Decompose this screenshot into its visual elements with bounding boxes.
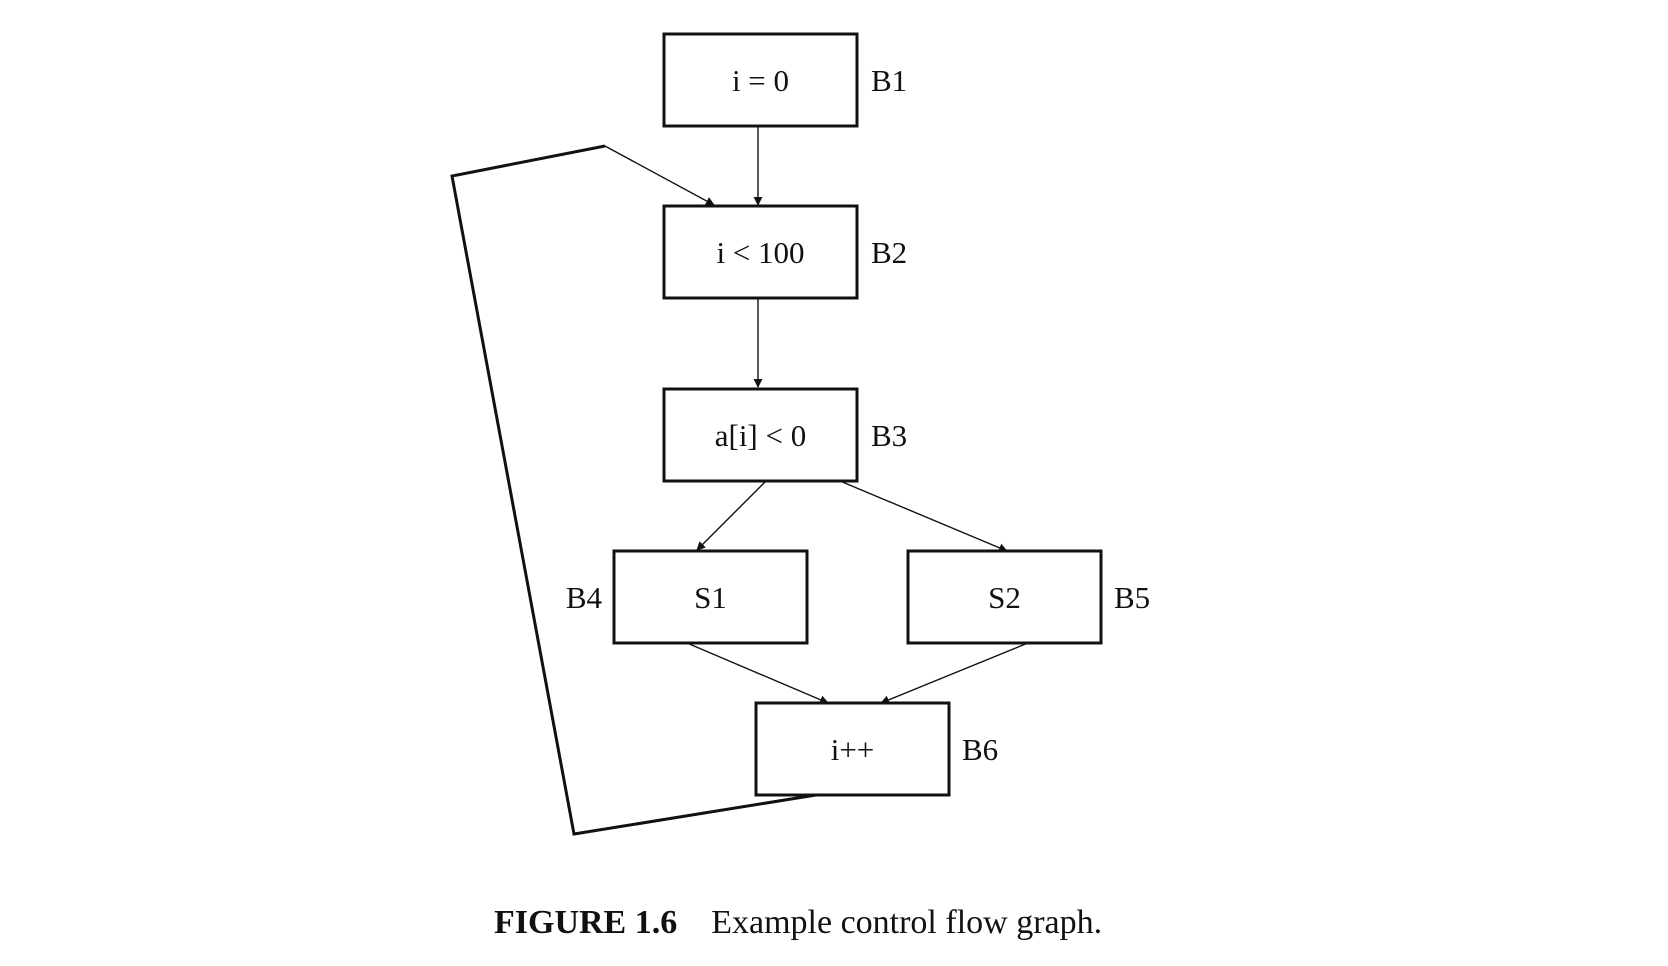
node-b6-label: B6 (962, 732, 998, 767)
node-b4-label: B4 (566, 580, 603, 615)
node-b3-text: a[i] < 0 (715, 418, 807, 453)
edge-b3-b4 (696, 480, 767, 551)
node-b3-label: B3 (871, 418, 907, 453)
edge-b6-b2-loop (450, 144, 817, 836)
node-b5-label: B5 (1114, 580, 1150, 615)
node-b4: S1 B4 (566, 549, 809, 645)
node-b2: i < 100 B2 (662, 204, 907, 300)
node-b6-box (754, 701, 951, 797)
node-b1-box (662, 32, 859, 128)
edges (450, 126, 1029, 836)
edge-b4-b6 (686, 642, 829, 704)
figure-caption-text: Example control flow graph. (711, 904, 1103, 941)
node-b5: S2 B5 (906, 549, 1150, 645)
node-b3-box (662, 387, 859, 483)
node-b1-label: B1 (871, 63, 907, 98)
edge-b3-b5 (839, 480, 1008, 553)
node-b4-text: S1 (694, 580, 727, 615)
node-b4-box (612, 549, 809, 645)
node-b2-box (662, 204, 859, 300)
figure-caption: FIGURE 1.6 Example control flow graph. (494, 904, 1102, 942)
node-b6: i++ B6 (754, 701, 998, 797)
node-b2-text: i < 100 (716, 235, 804, 270)
figure-number: FIGURE 1.6 (494, 904, 678, 941)
node-b5-box (906, 549, 1103, 645)
node-b2-label: B2 (871, 235, 907, 270)
edge-b5-b6 (880, 642, 1029, 705)
node-b6-text: i++ (831, 732, 875, 767)
edge-b6-b2-loop-head (604, 145, 715, 206)
node-b1-text: i = 0 (732, 63, 789, 98)
node-b1: i = 0 B1 (662, 32, 907, 128)
node-b3: a[i] < 0 B3 (662, 387, 907, 483)
node-b5-text: S2 (988, 580, 1021, 615)
